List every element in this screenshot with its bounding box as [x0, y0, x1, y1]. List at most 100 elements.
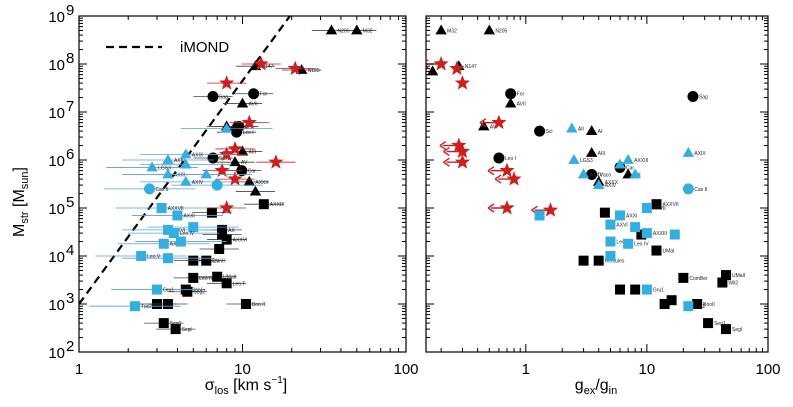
x-tick-label: 10	[639, 361, 656, 378]
triangle-point	[325, 24, 338, 35]
right-x-axis-title: gex/gin	[575, 377, 617, 397]
circle-point	[534, 125, 546, 137]
point-label: AII	[233, 127, 239, 133]
square-point	[669, 229, 680, 240]
point-label: AV	[241, 160, 248, 166]
square-point	[206, 207, 217, 218]
square-point	[678, 272, 689, 283]
series-triangle-group: N205M32N147N185AVIIAIAIIAIIIAVAXXX	[207, 24, 377, 196]
point-label: Segl	[732, 327, 742, 333]
square-point	[221, 234, 232, 245]
point-label: AVII	[517, 102, 526, 108]
circle-point	[687, 91, 699, 103]
point-label: AXIX	[694, 151, 706, 157]
point-label: Leo IV	[199, 276, 214, 282]
triangle-point	[162, 154, 174, 164]
square-point	[217, 229, 228, 240]
triangle-point	[146, 161, 158, 172]
square-point	[721, 324, 732, 335]
star-point	[241, 114, 257, 130]
upper-limit-arrowhead	[494, 174, 502, 184]
triangle-point	[229, 156, 241, 167]
y-axis-title-sub: str	[19, 211, 31, 224]
y-tick-exponent: 7	[66, 98, 74, 115]
point-label: Leo IV	[634, 242, 649, 248]
square-point	[182, 286, 193, 297]
point-label: AXXV	[590, 172, 604, 178]
point-label: AVII	[249, 102, 258, 108]
point-label: AXXX	[255, 180, 269, 186]
upper-limit-arrowhead	[426, 59, 429, 69]
upper-limit-arrowhead	[443, 146, 450, 157]
star-point	[219, 146, 235, 161]
triangle-point	[592, 179, 605, 189]
square-point	[188, 272, 199, 283]
point-label: Tuc2	[694, 304, 705, 310]
point-label: AXXIII	[653, 231, 667, 237]
triangle-point	[682, 146, 695, 157]
point-label: UMaI	[662, 249, 674, 255]
circle-point	[248, 88, 260, 100]
point-label: AXXIII	[634, 158, 648, 164]
square-point	[641, 284, 652, 295]
point-label: Wil2	[728, 281, 738, 287]
triangle-point	[435, 24, 447, 35]
star-point	[227, 140, 243, 156]
point-label: AXXI	[183, 213, 194, 219]
plot-area: N205M32N147N185AVIIAIAIIAIIIAVAXXXSagFor…	[79, 16, 377, 335]
point-label: AVI	[490, 124, 498, 130]
star-point	[268, 154, 284, 169]
square-point	[188, 222, 199, 233]
point-label: Boo II	[252, 302, 265, 308]
left-x-axis-title: σlos [km s−1]	[205, 375, 287, 397]
x-tick-label: 10	[234, 361, 251, 378]
triangle-point	[483, 24, 496, 35]
square-point	[651, 245, 662, 256]
y-axis-title: Mstr [Msun]	[11, 167, 31, 237]
circle-point	[207, 152, 219, 164]
point-label: AXVI	[616, 223, 627, 229]
point-label: AXVI	[174, 228, 185, 234]
point-label: Gru1	[653, 288, 664, 294]
square-point	[636, 229, 647, 240]
square-point	[162, 224, 173, 235]
triangle-point	[180, 175, 192, 186]
triangle-point	[585, 146, 598, 157]
star-point	[454, 143, 471, 159]
square-point	[158, 238, 169, 249]
point-label: AX	[228, 228, 235, 234]
square-point	[605, 219, 616, 230]
point-label: Tuc2	[141, 304, 152, 310]
y-tick-exponent: 5	[66, 194, 74, 211]
star-point	[449, 60, 465, 76]
y-tick-exponent: 2	[66, 338, 74, 355]
triangle-point	[577, 168, 590, 179]
y-tick-exponent: 4	[66, 242, 74, 259]
circle-point	[505, 88, 517, 100]
point-label: UMaII	[223, 275, 236, 281]
square-point	[162, 299, 173, 309]
point-label: Leo IV	[180, 231, 195, 237]
square-point	[172, 210, 183, 221]
point-label: Segl	[182, 327, 192, 333]
point-label: AXXVI	[233, 238, 248, 244]
point-label: ComBer	[689, 276, 708, 282]
series-circle-group: Cas II	[682, 183, 707, 195]
point-label: Leo I	[505, 156, 516, 162]
star-point	[433, 56, 449, 71]
y-tick-exponent: 3	[66, 290, 74, 307]
right-panel: M32N205N147AVIIAVIAIAIIIAXAXXXForSagSclL…	[425, 15, 781, 378]
square-point	[683, 301, 694, 312]
point-label: AXVII	[653, 206, 666, 212]
point-label: AII	[578, 127, 584, 133]
triangle-point	[566, 122, 578, 133]
square-point	[152, 284, 163, 295]
square-point	[615, 210, 626, 221]
point-label: Scl	[546, 129, 553, 135]
point-label: AXXVII	[168, 206, 184, 212]
point-label: N205	[495, 28, 507, 34]
square-point	[162, 253, 173, 264]
